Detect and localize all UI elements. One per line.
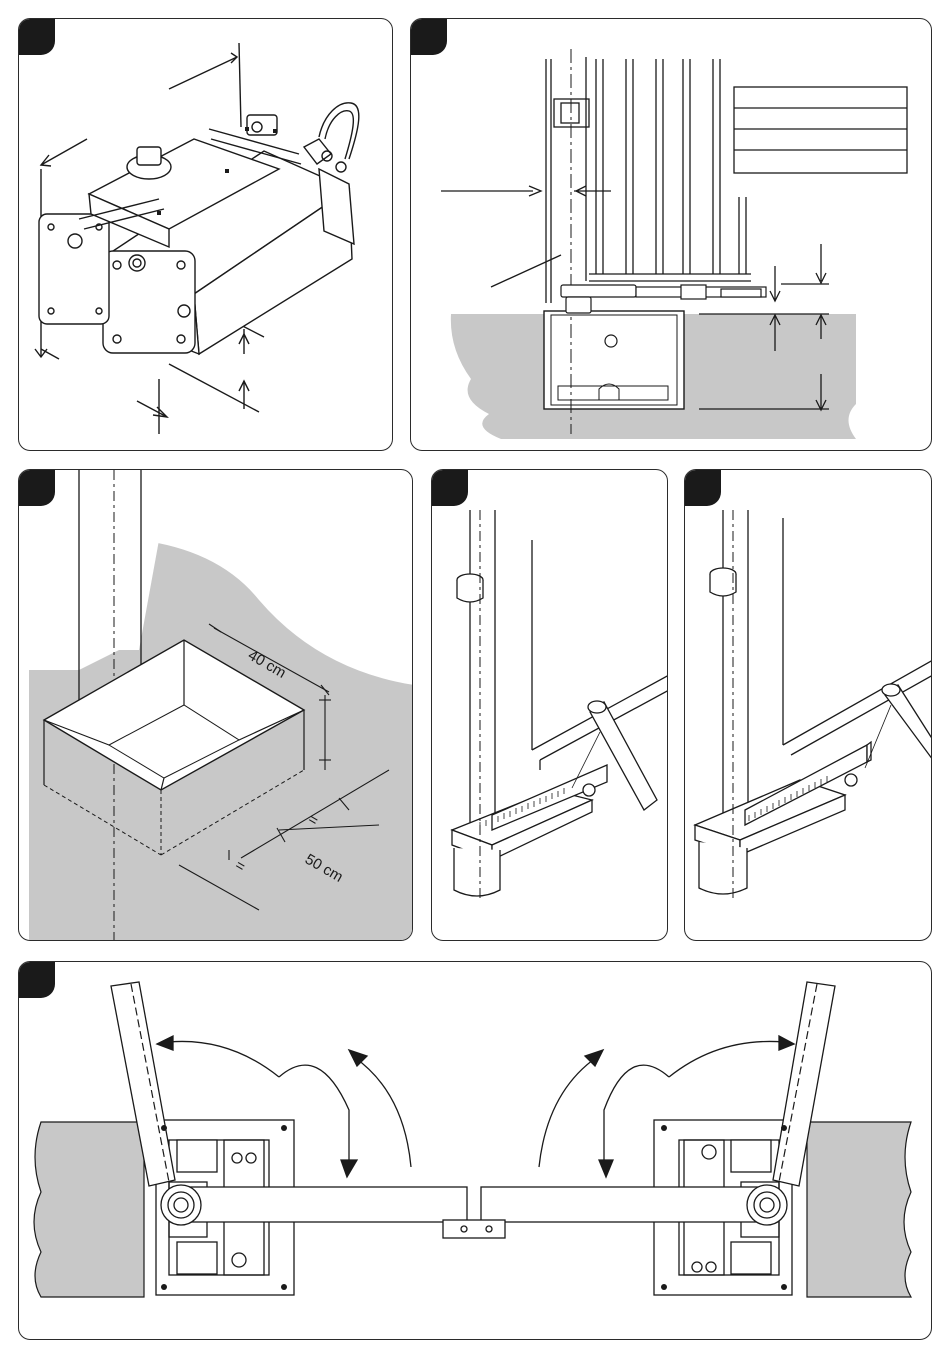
- panel-5: [684, 469, 932, 941]
- panel-6: [18, 961, 932, 1340]
- double-leaf-top-view-drawing: [19, 962, 932, 1340]
- excavation-drawing: 40 cm 50 cm = =: [19, 470, 413, 941]
- motor-unit-drawing: [19, 19, 393, 451]
- panel-1: [18, 18, 393, 451]
- panel-3: 40 cm 50 cm = =: [18, 469, 413, 941]
- panel-2: [410, 18, 932, 451]
- gate-elevation-drawing: [411, 19, 932, 451]
- panel-4: [431, 469, 668, 941]
- lever-mount-a-drawing: [432, 470, 668, 941]
- lever-mount-b-drawing: [685, 470, 932, 941]
